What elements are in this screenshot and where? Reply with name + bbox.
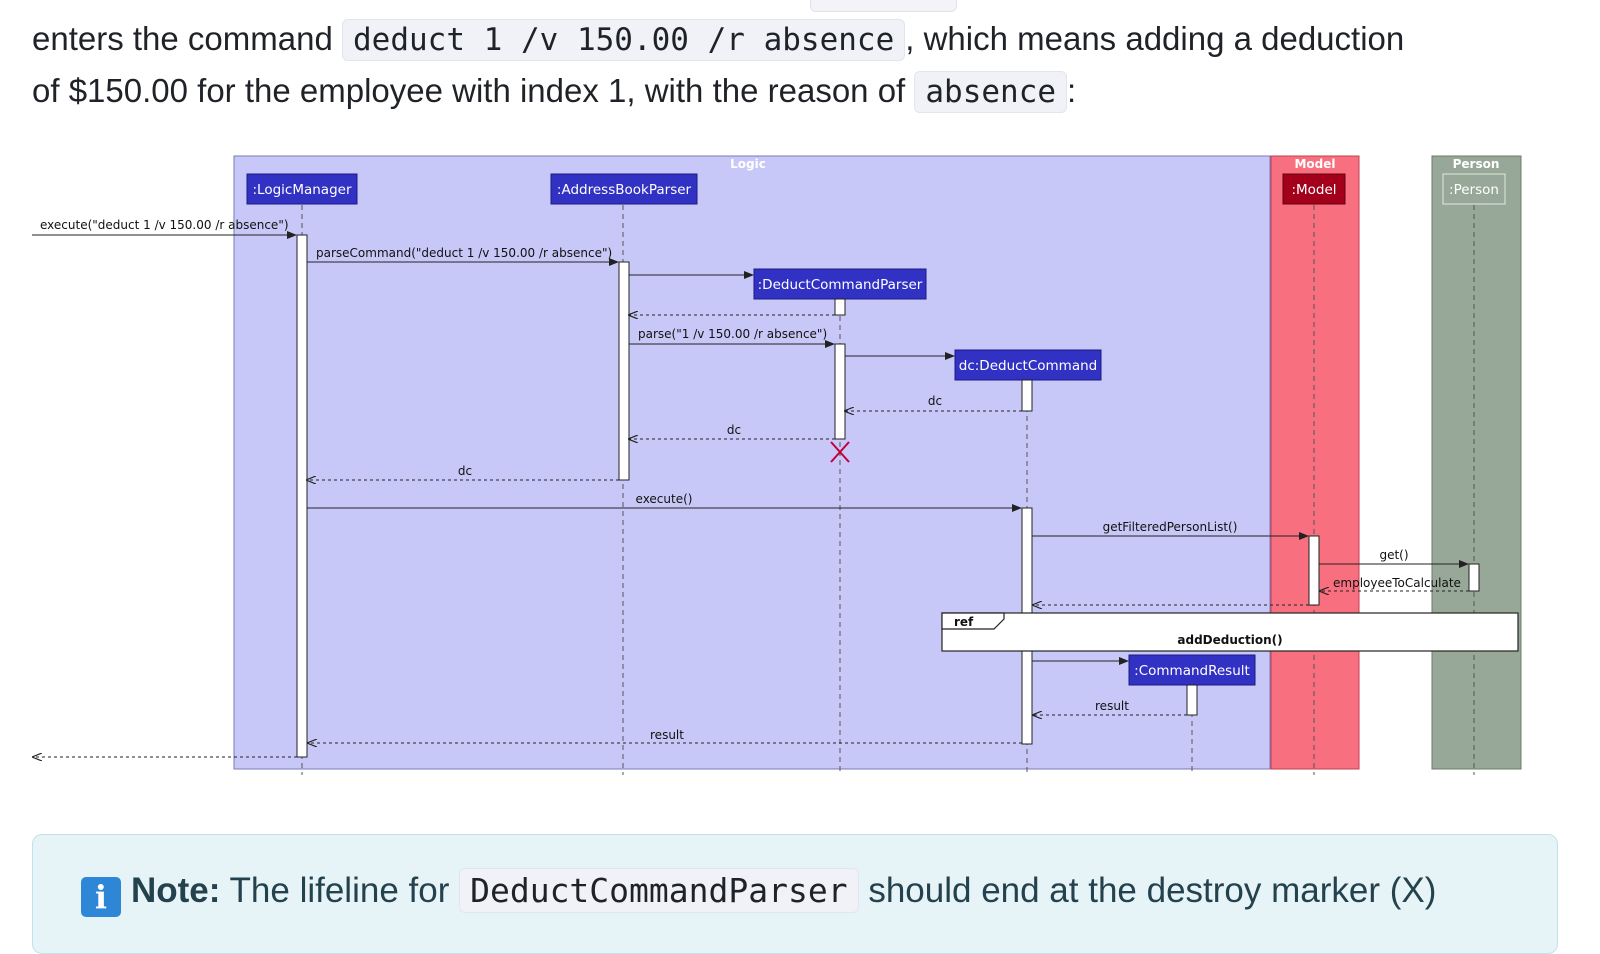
paragraph-text: enters the command	[32, 20, 333, 57]
inline-code-command: deduct 1 /v 150.00 /r absence	[342, 19, 906, 61]
label-employee: employeeToCalculate	[1333, 576, 1461, 590]
label-parse-command: parseCommand("deduct 1 /v 150.00 /r abse…	[316, 246, 612, 260]
box-person	[1431, 155, 1522, 770]
paragraph-text: :	[1067, 72, 1077, 109]
code-chip-fragment	[810, 0, 957, 12]
participant-deductcommand: dc:DeductCommand	[959, 358, 1097, 374]
label-dc-1: dc	[928, 394, 942, 408]
activation-deductcommandparser-2	[834, 343, 846, 440]
label-parse: parse("1 /v 150.00 /r absence")	[638, 327, 827, 341]
note-text: The lifeline for	[229, 871, 450, 910]
paragraph-line-2: of $150.00 for the employee with index 1…	[32, 65, 1572, 118]
box-logic	[233, 155, 1271, 770]
participant-deductcommandparser: :DeductCommandParser	[758, 277, 923, 293]
paragraph-line-1: enters the command deduct 1 /v 150.00 /r…	[32, 13, 1572, 66]
participant-commandresult: :CommandResult	[1134, 663, 1250, 679]
box-model	[1270, 155, 1360, 770]
paragraph-text: , which means adding a deduction	[905, 20, 1405, 57]
participant-logicmanager: :LogicManager	[252, 182, 351, 198]
participant-model-box	[1282, 173, 1346, 205]
activation-model	[1308, 535, 1320, 606]
sequence-diagram: Logic Model Person :LogicManager :Addres…	[32, 155, 1522, 775]
box-person-title: Person	[1453, 157, 1500, 171]
activation-commandresult	[1186, 684, 1198, 716]
participant-logicmanager-box	[246, 173, 358, 205]
label-get-filtered: getFilteredPersonList()	[1103, 520, 1238, 534]
activation-deductcommandparser-1	[834, 298, 846, 316]
note-text-after: should end at the destroy marker (X)	[868, 871, 1437, 910]
label-result-1: result	[1095, 699, 1129, 713]
label-get: get()	[1379, 548, 1408, 562]
ref-tab	[941, 612, 1005, 630]
label-execute: execute()	[636, 492, 693, 506]
label-dc-2: dc	[727, 423, 741, 437]
participant-person-box	[1442, 173, 1506, 205]
inline-code-reason: absence	[914, 71, 1068, 113]
note-code: DeductCommandParser	[459, 868, 859, 913]
info-icon: i	[81, 877, 121, 917]
participant-addressbookparser-box	[550, 173, 698, 205]
note-callout: i Note: The lifeline for DeductCommandPar…	[32, 834, 1558, 954]
participant-addressbookparser: :AddressBookParser	[557, 182, 692, 198]
note-label: Note:	[131, 871, 221, 910]
participant-person: :Person	[1449, 182, 1499, 198]
activation-deductcommand-1	[1021, 379, 1033, 412]
box-model-title: Model	[1294, 157, 1335, 171]
label-execute-command: execute("deduct 1 /v 150.00 /r absence")	[40, 218, 289, 232]
note-line: i Note: The lifeline for DeductCommandPar…	[81, 865, 1436, 917]
label-dc-3: dc	[458, 464, 472, 478]
ref-label: addDeduction()	[1177, 633, 1282, 647]
box-logic-title: Logic	[730, 157, 766, 171]
activation-person	[1468, 563, 1480, 592]
paragraph-text: of $150.00 for the employee with index 1…	[32, 72, 906, 109]
label-result-2: result	[650, 728, 684, 742]
activation-addressbookparser	[618, 261, 630, 481]
ref-frame	[941, 612, 1519, 652]
ref-tag: ref	[954, 615, 974, 629]
participant-model: :Model	[1291, 182, 1336, 198]
activation-logicmanager	[296, 234, 308, 758]
destroy-marker	[830, 441, 850, 463]
